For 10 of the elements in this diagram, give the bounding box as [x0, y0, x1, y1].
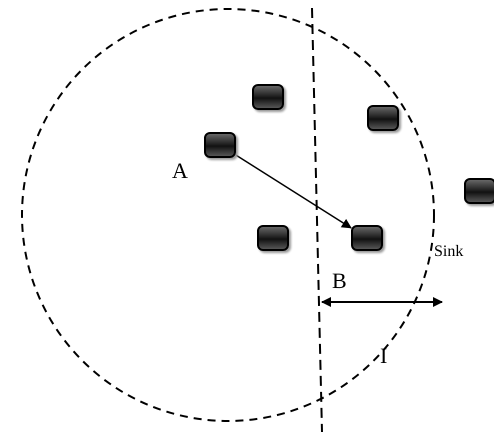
node-label: Sink [434, 244, 464, 260]
sensor-node [252, 84, 284, 110]
sensor-node [351, 225, 383, 251]
sensor-node [464, 178, 494, 204]
distance-label: B [332, 270, 347, 292]
arrow [236, 154, 352, 229]
node-label: A [172, 160, 188, 182]
sensor-node [204, 132, 236, 158]
sensor-node [367, 105, 399, 131]
sensor-node [257, 225, 289, 251]
